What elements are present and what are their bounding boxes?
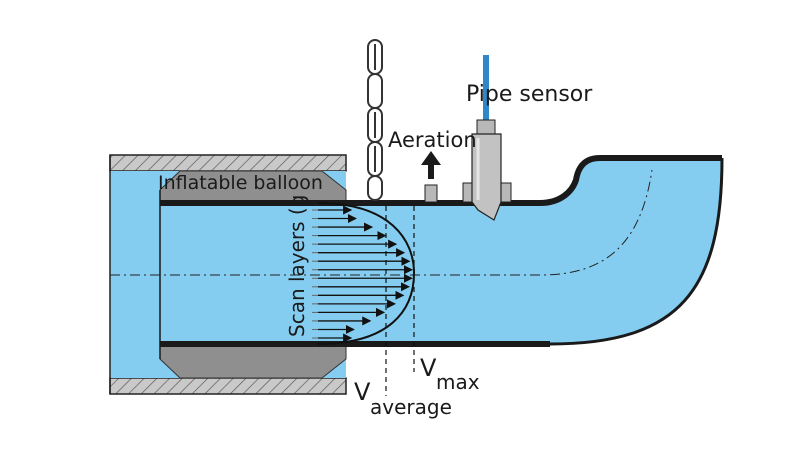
pipe-centerline — [110, 169, 653, 276]
chain-icon — [367, 39, 383, 201]
scan-layers-label: Scan layers (g — [285, 195, 309, 337]
pipe-sensor-label: Pipe sensor — [466, 82, 593, 107]
arrow-up-icon — [421, 151, 441, 179]
v-max-subscript: max — [436, 370, 480, 394]
v-average-subscript: average — [370, 395, 452, 419]
v-max-label: V — [420, 354, 437, 382]
outer-pipe-bottom-wall — [109, 377, 347, 395]
sensor-flange-right — [499, 182, 512, 203]
elbow-outer-wall — [549, 157, 724, 346]
aeration-label: Aeration — [388, 128, 477, 152]
main-pipe-top-wall — [160, 155, 722, 206]
scan-layer-ticks — [312, 209, 318, 339]
velocity-arrows — [318, 205, 414, 343]
inflatable-balloon-label: Inflatable balloon — [158, 172, 323, 194]
v-average-label: V — [354, 378, 371, 406]
aeration-fitting — [424, 184, 438, 203]
inflatable-balloon-bottom — [159, 343, 347, 379]
outer-pipe-top-wall — [109, 154, 347, 172]
sensor-nut — [476, 119, 496, 135]
